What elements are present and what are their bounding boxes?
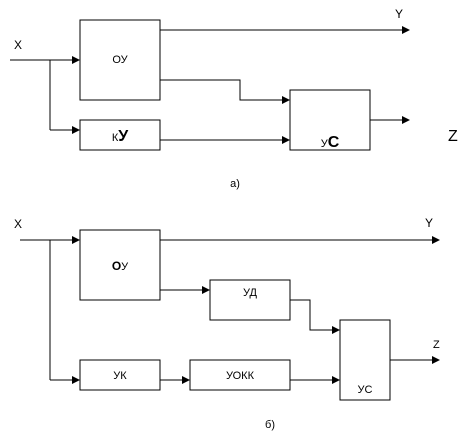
a-box-ou-label: ОУ: [112, 54, 128, 66]
a-arrow-to-ku: [72, 126, 80, 134]
a-arrow-ku-to-us: [282, 136, 290, 144]
a-arrow-output-z: [402, 116, 410, 124]
a-box-ku: [79, 119, 161, 151]
b-box-us-label: УС: [358, 384, 373, 396]
b-arrow-ud-to-us: [332, 326, 340, 334]
a-input-x-label: X: [14, 38, 22, 52]
a-output-y-label: Y: [395, 7, 403, 21]
b-arrow-uokk-to-us: [332, 376, 340, 384]
b-arrow-to-uk: [72, 376, 80, 384]
b-box-uokk: [189, 359, 291, 391]
b-input-x-label: X: [14, 217, 22, 231]
a-box-ku-label: КУ: [112, 128, 129, 145]
b-arrow-output-y: [432, 236, 440, 244]
a-arrow-output-y: [402, 26, 410, 34]
b-output-y-label: Y: [425, 216, 433, 230]
b-box-ud: [209, 279, 291, 321]
a-ou-to-us-line: [160, 79, 284, 101]
b-box-us: [339, 319, 391, 401]
diagram-b: X ОУ Y УД УК УОКК: [14, 216, 440, 431]
a-box-us: [289, 89, 371, 151]
a-box-us-label: УС: [321, 134, 340, 151]
b-box-uokk-label: УОКК: [226, 370, 255, 382]
b-caption: б): [265, 419, 275, 431]
a-caption: а): [230, 178, 240, 190]
b-arrow-to-ou: [72, 236, 80, 244]
b-box-ou-label: ОУ: [112, 259, 129, 273]
b-ud-to-us-line: [290, 299, 334, 331]
a-box-ou: [79, 19, 161, 101]
b-output-z-label: Z: [433, 339, 440, 351]
b-arrow-uk-to-uokk: [182, 376, 190, 384]
b-box-uk-label: УК: [113, 370, 127, 382]
a-output-z-label: Z: [448, 128, 458, 145]
a-arrow-to-ou: [72, 56, 80, 64]
b-box-ou: [79, 229, 161, 301]
b-box-ud-label: УД: [243, 287, 257, 299]
b-box-uk: [79, 359, 161, 391]
b-arrow-output-z: [432, 356, 440, 364]
b-arrow-ou-to-ud: [202, 286, 210, 294]
diagram-a: X ОУ КУ Y УС Z а): [10, 7, 458, 190]
a-arrow-ou-to-us: [282, 96, 290, 104]
